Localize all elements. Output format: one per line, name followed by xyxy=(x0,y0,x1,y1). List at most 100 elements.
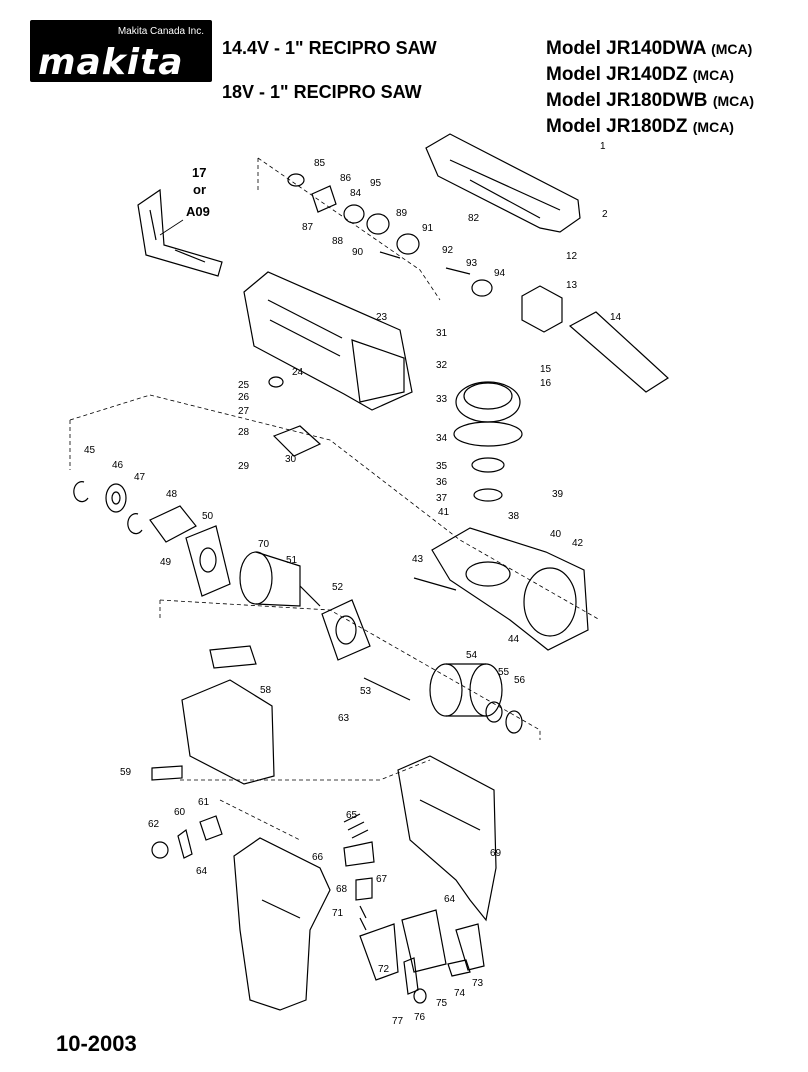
part-label: 56 xyxy=(514,675,526,686)
model-suffix: (MCA) xyxy=(692,119,734,135)
part-label: 64 xyxy=(196,866,208,877)
part-label: 84 xyxy=(350,188,362,199)
part-label: 72 xyxy=(378,964,390,975)
model-name: Model JR180DZ xyxy=(546,116,688,137)
leader-line xyxy=(159,219,184,236)
revision-date: 10-2003 xyxy=(56,1031,137,1056)
bracket-part xyxy=(137,188,223,277)
part-label: 24 xyxy=(292,367,304,378)
handle-half-left xyxy=(233,837,331,1011)
part-label: 93 xyxy=(466,258,478,269)
part-label: 45 xyxy=(84,445,96,456)
motor-housing xyxy=(151,645,275,785)
company-name: Makita Canada Inc. xyxy=(117,26,204,37)
part-label: 35 xyxy=(436,461,448,472)
part-label: 1 xyxy=(600,141,606,152)
part-label: 43 xyxy=(412,554,424,565)
part-label: 40 xyxy=(550,529,562,540)
magnet-yoke xyxy=(363,663,523,734)
part-label: 68 xyxy=(336,884,348,895)
model-suffix: (MCA) xyxy=(711,41,753,57)
part-label: 63 xyxy=(338,713,350,724)
part-label: 55 xyxy=(498,667,510,678)
brand-wordmark: makita xyxy=(38,42,184,83)
part-label: 46 xyxy=(112,460,124,471)
part-label: 38 xyxy=(508,511,520,522)
model-name: Model JR140DWA xyxy=(546,38,706,59)
part-label: 44 xyxy=(508,634,520,645)
model-line: Model JR180DZ (MCA) xyxy=(546,114,754,140)
part-label: 25 xyxy=(238,380,250,391)
part-label: 29 xyxy=(238,461,250,472)
part-label: 66 xyxy=(312,852,324,863)
part-label: 42 xyxy=(572,538,584,549)
part-label: 73 xyxy=(472,978,484,989)
part-label: 90 xyxy=(352,247,364,258)
part-labels: 1 2 12 13 14 15 16 23 24 25 26 27 28 29 … xyxy=(84,141,622,1027)
part-label: 32 xyxy=(436,360,448,371)
part-label: 52 xyxy=(332,582,344,593)
part-label: 67 xyxy=(376,874,388,885)
part-17-label: 17 or A09 xyxy=(186,165,210,219)
part-label: 26 xyxy=(238,392,250,403)
part-label: 69 xyxy=(490,848,502,859)
part-label: 28 xyxy=(238,427,250,438)
part-label: 12 xyxy=(566,251,578,262)
part-label: 58 xyxy=(260,685,272,696)
top-cover xyxy=(425,133,581,233)
part-label: 61 xyxy=(198,797,210,808)
part-label: 16 xyxy=(540,378,552,389)
gear-housing xyxy=(431,527,589,651)
part-label: 85 xyxy=(314,158,326,169)
part-label: 88 xyxy=(332,236,344,247)
part-label: or xyxy=(193,182,206,197)
switch-assembly xyxy=(343,813,485,1004)
part-label: 54 xyxy=(466,650,478,661)
part-label: 2 xyxy=(602,209,608,220)
part-label: 87 xyxy=(302,222,314,233)
part-label: 50 xyxy=(202,511,214,522)
part-label: 75 xyxy=(436,998,448,1009)
part-label: 92 xyxy=(442,245,454,256)
part-label: 47 xyxy=(134,472,146,483)
part-label: 60 xyxy=(174,807,186,818)
small-hardware xyxy=(268,173,493,591)
part-label: 30 xyxy=(285,454,297,465)
part-label: 33 xyxy=(436,394,448,405)
model-name: Model JR140DZ xyxy=(546,64,688,85)
part-label: 31 xyxy=(436,328,448,339)
model-suffix: (MCA) xyxy=(712,93,755,109)
part-label: 36 xyxy=(436,477,448,488)
part-label: 76 xyxy=(414,1012,426,1023)
part-label: 62 xyxy=(148,819,160,830)
part-label: 74 xyxy=(454,988,466,999)
armature xyxy=(239,551,321,607)
baffle-plates xyxy=(185,525,371,661)
part-label: 27 xyxy=(238,406,250,417)
main-housing xyxy=(243,271,413,411)
part-label: 51 xyxy=(286,555,298,566)
model-list: Model JR140DWA (MCA) Model JR140DZ (MCA)… xyxy=(546,36,754,140)
part-label: 86 xyxy=(340,173,352,184)
part-label: 15 xyxy=(540,364,552,375)
makita-logo: Makita Canada Inc. makita xyxy=(30,20,212,83)
model-line: Model JR140DWA (MCA) xyxy=(546,36,754,62)
part-label: 49 xyxy=(160,557,172,568)
part-label: 71 xyxy=(332,908,344,919)
gear-assembly xyxy=(453,381,523,502)
part-label: 17 xyxy=(192,165,206,180)
part-label: A09 xyxy=(186,204,210,219)
part-label: 14 xyxy=(610,312,622,323)
part-label: 94 xyxy=(494,268,506,279)
model-suffix: (MCA) xyxy=(692,67,734,83)
part-label: 59 xyxy=(120,767,132,778)
part-label: 13 xyxy=(566,280,578,291)
part-label: 64 xyxy=(444,894,456,905)
part-label: 89 xyxy=(396,208,408,219)
model-name: Model JR180DWB xyxy=(546,90,708,111)
part-label: 41 xyxy=(438,507,450,518)
part-label: 95 xyxy=(370,178,382,189)
title-14v: 14.4V - 1" RECIPRO SAW xyxy=(222,38,437,58)
handle-half-right xyxy=(397,755,497,922)
